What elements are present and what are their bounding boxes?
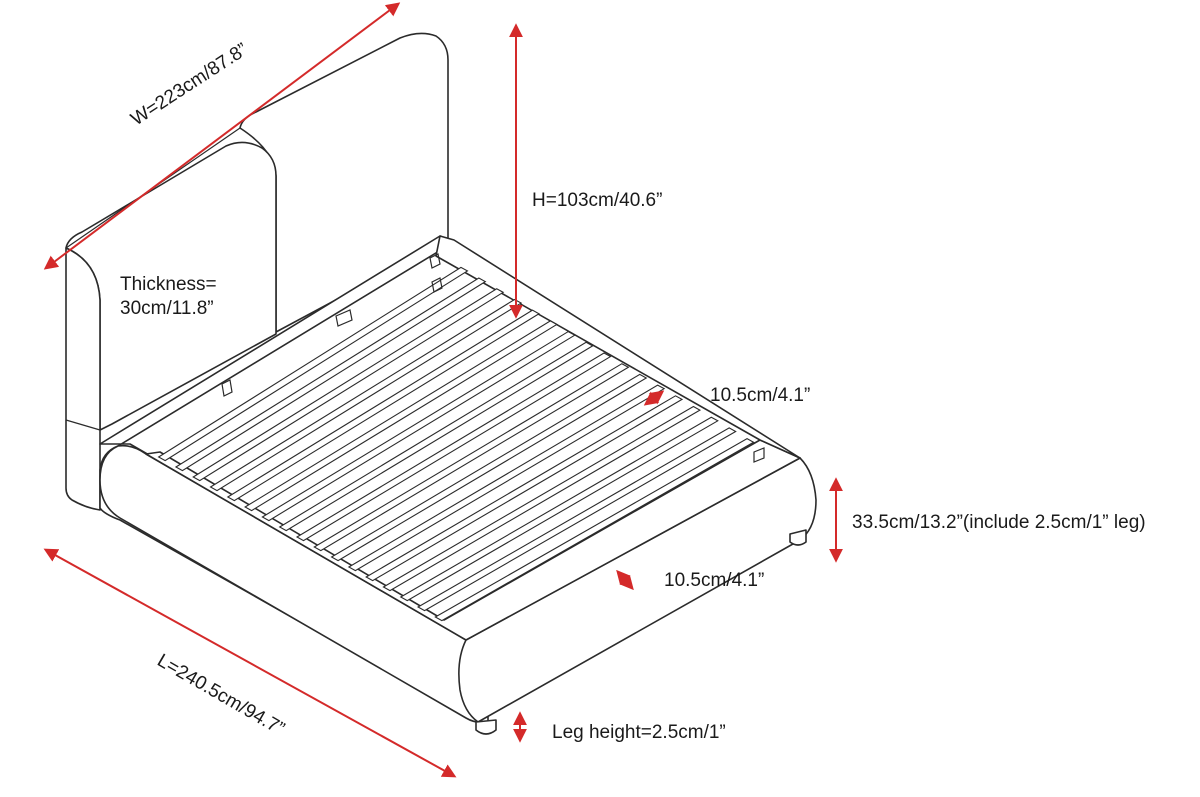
slat <box>192 288 505 482</box>
headboard-side <box>65 247 101 511</box>
foot-rail-width-label: 10.5cm/4.1” <box>664 570 764 591</box>
slats <box>157 266 755 622</box>
right-side-rail <box>435 235 801 459</box>
leg-height-label: Leg height=2.5cm/1” <box>552 722 726 743</box>
dimension-arrows <box>43 2 843 778</box>
bed-illustration <box>65 32 817 735</box>
height-label: H=103cm/40.6” <box>532 190 662 211</box>
foot-rail-width-arrow <box>616 569 634 591</box>
slat <box>244 320 558 512</box>
leg-front <box>475 719 497 735</box>
slat <box>174 277 487 472</box>
side-rail-width-arrow <box>643 390 665 406</box>
thickness-label-line2: 30cm/11.8” <box>120 298 214 319</box>
slat <box>226 309 541 502</box>
frame-height-label: 33.5cm/13.2”(include 2.5cm/1” leg) <box>852 512 1146 533</box>
length-label: L=240.5cm/94.7” <box>154 650 288 740</box>
side-rail-width-label: 10.5cm/4.1” <box>710 385 810 406</box>
width-label: W=223cm/87.8” <box>127 39 251 130</box>
center-supports <box>221 253 765 463</box>
slat <box>295 352 612 542</box>
thickness-label-line1: Thickness= <box>120 274 217 295</box>
width-arrow <box>43 2 401 270</box>
slat <box>278 341 594 532</box>
slat <box>157 266 469 462</box>
leg-right <box>789 529 807 546</box>
slat <box>261 330 576 522</box>
length-arrow <box>43 548 457 778</box>
